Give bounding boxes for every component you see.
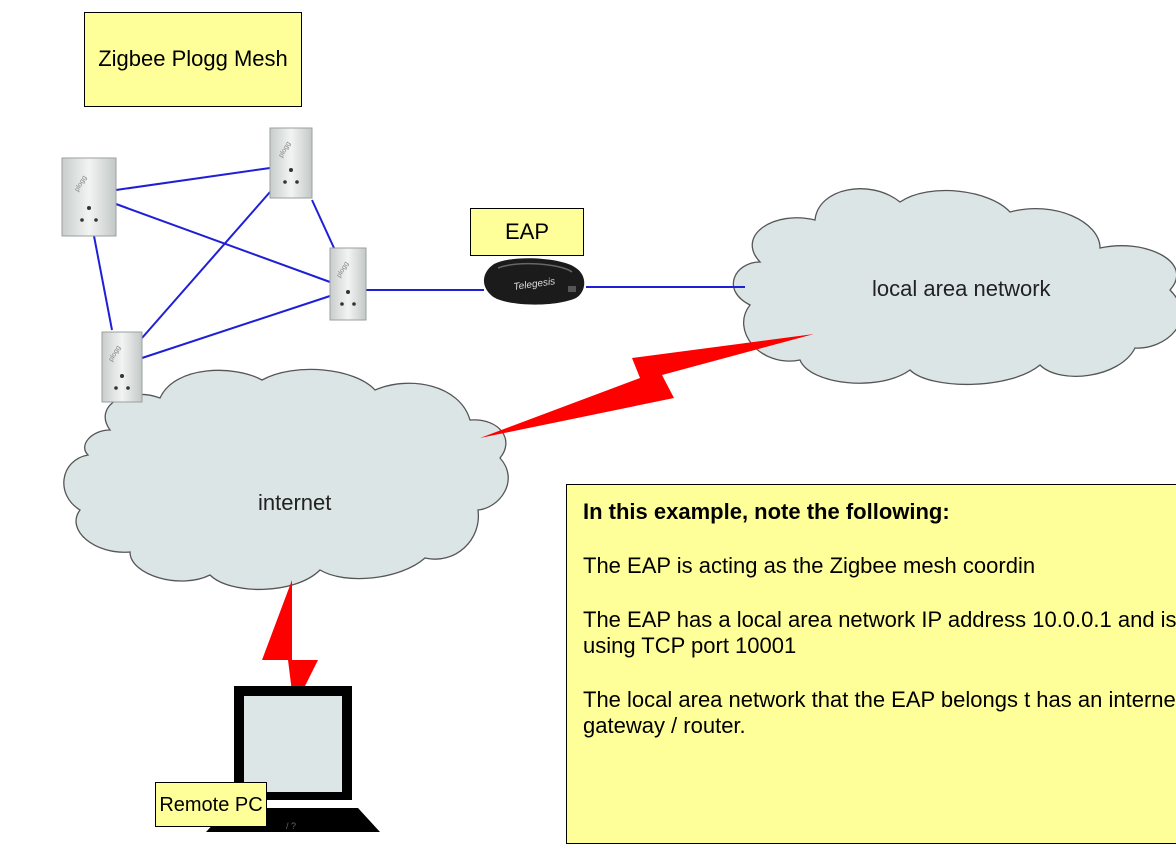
mesh-title: Zigbee Plogg Mesh [98, 46, 288, 72]
notes-box: In this example, note the following: The… [566, 484, 1176, 844]
plogg-plug-3: plogg [329, 247, 367, 321]
remote-pc-label-box: Remote PC [155, 782, 267, 827]
lan-cloud [732, 188, 1176, 386]
mesh-title-box: Zigbee Plogg Mesh [84, 12, 302, 107]
note-item-2: The EAP has a local area network IP addr… [583, 606, 1176, 658]
plogg-plug-1: plogg [61, 157, 117, 237]
eap-device: Telegesis [483, 258, 585, 305]
eap-label-box: EAP [470, 208, 584, 256]
notes-heading: In this example, note the following: [583, 499, 950, 524]
svg-text:/ ?: / ? [286, 821, 296, 831]
lan-label: local area network [872, 276, 1051, 301]
wireless-link-internet-pc [262, 580, 318, 708]
internet-label: internet [258, 490, 332, 515]
plogg-plug-2: plogg [269, 127, 313, 199]
eap-label: EAP [504, 218, 550, 244]
note-item-1: The EAP is acting as the Zigbee mesh coo… [583, 552, 1036, 578]
plogg-plug-4: plogg [101, 331, 143, 403]
note-item-3: The local area network that the EAP belo… [583, 686, 1176, 738]
internet-cloud [63, 368, 509, 591]
remote-pc-label: Remote PC [159, 793, 263, 816]
mesh-links [93, 167, 745, 359]
wireless-link-internet-lan [480, 334, 814, 438]
